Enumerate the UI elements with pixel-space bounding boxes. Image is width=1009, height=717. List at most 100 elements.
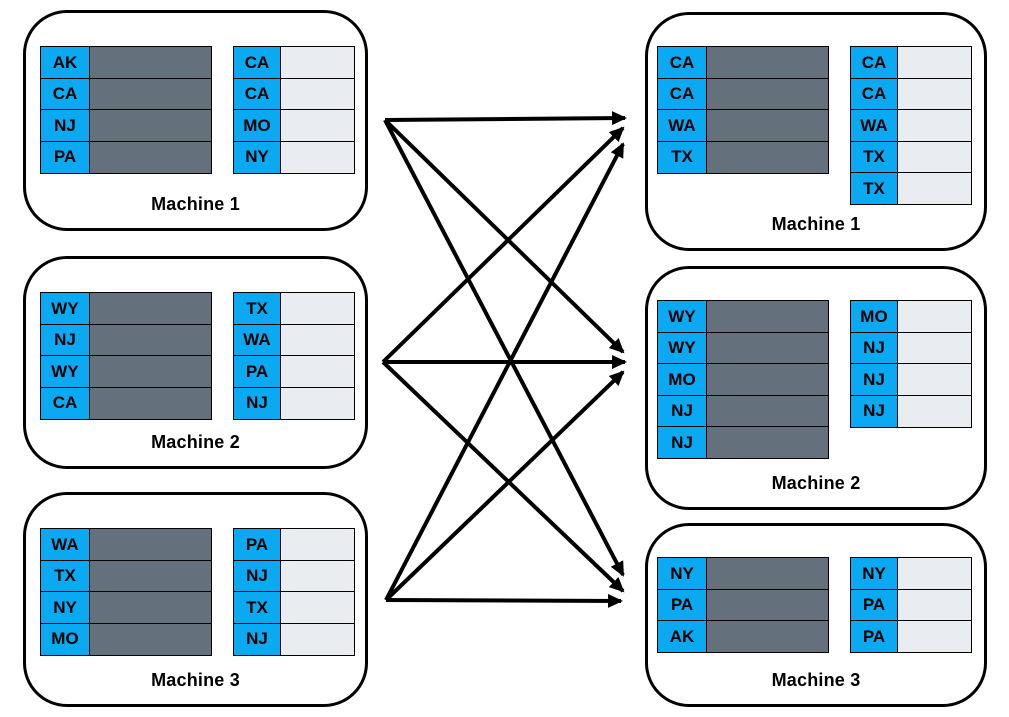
table-row: MO [850,300,972,333]
key-cell: WY [40,292,90,325]
table-row: NY [850,557,972,590]
table-row: TX [850,172,972,205]
value-cell [279,622,355,656]
value-cell [279,386,355,420]
value-cell [88,77,212,111]
value-cell [896,394,972,428]
value-cell [279,528,355,561]
table-row: NJ [850,363,972,396]
key-cell: AK [657,620,707,653]
value-cell [896,46,972,79]
value-cell [279,292,355,325]
value-cell [279,355,355,388]
key-cell: PA [850,620,898,653]
table-row: NY [40,591,212,624]
table-row: NJ [850,394,972,428]
key-cell: TX [233,292,281,325]
key-cell: TX [850,172,898,205]
value-cell [896,172,972,205]
value-cell [896,77,972,111]
value-cell [88,386,212,420]
value-cell [279,109,355,142]
key-cell: PA [850,588,898,622]
key-cell: NJ [233,622,281,656]
value-cell [279,140,355,174]
key-cell: WY [657,300,707,333]
key-cell: MO [657,363,707,396]
value-cell [705,588,829,622]
value-cell [896,363,972,396]
key-cell: NY [657,557,707,590]
table-row: NJ [233,622,355,656]
key-cell: PA [40,140,90,174]
shuffle-arrow-m1-to-m1 [384,111,627,126]
value-cell [705,363,829,396]
value-cell [88,140,212,174]
value-cell [896,109,972,142]
key-cell: CA [850,46,898,79]
key-cell: PA [233,528,281,561]
key-cell: NJ [40,323,90,357]
key-cell: TX [850,140,898,174]
shuffle-arrow-m3-to-m3 [385,593,623,608]
value-cell [88,46,212,79]
table-row: CA [850,77,972,111]
table-row: NJ [40,109,212,142]
key-cell: AK [40,46,90,79]
value-cell [88,292,212,325]
table-row: WY [40,355,212,388]
key-cell: NJ [40,109,90,142]
table-row: WY [657,331,829,365]
key-cell: CA [40,386,90,420]
table-row: TX [657,140,829,174]
key-cell: NJ [233,386,281,420]
key-cell: CA [40,77,90,111]
key-cell: NY [233,140,281,174]
table-row: WA [233,323,355,357]
key-cell: WA [850,109,898,142]
key-cell: NJ [850,363,898,396]
key-cell: CA [850,77,898,111]
key-cell: NJ [657,426,707,459]
shuffle-arrow-m1-to-m3 [383,119,625,577]
key-cell: NJ [233,559,281,593]
value-cell [279,323,355,357]
value-cell [705,331,829,365]
key-cell: WA [233,323,281,357]
value-cell [705,300,829,333]
key-cell: PA [657,588,707,622]
value-cell [88,323,212,357]
value-cell [88,109,212,142]
value-cell [896,620,972,653]
table-row: MO [657,363,829,396]
value-cell [88,591,212,624]
table-row: PA [850,620,972,653]
table-row: NY [233,140,355,174]
table-row: WY [657,300,829,333]
table-row: TX [233,292,355,325]
machine-label: Machine 1 [151,194,240,214]
key-cell: MO [233,109,281,142]
table-row: NY [657,557,829,590]
key-cell: NY [40,591,90,624]
value-cell [896,140,972,174]
table-row: NJ [40,323,212,357]
table-row: NJ [233,559,355,593]
key-cell: WA [657,109,707,142]
table-row: PA [233,355,355,388]
key-cell: NY [850,557,898,590]
key-cell: CA [233,77,281,111]
table-row: TX [40,559,212,593]
table-row: NJ [657,426,829,459]
table-row: WA [657,109,829,142]
value-cell [705,77,829,111]
